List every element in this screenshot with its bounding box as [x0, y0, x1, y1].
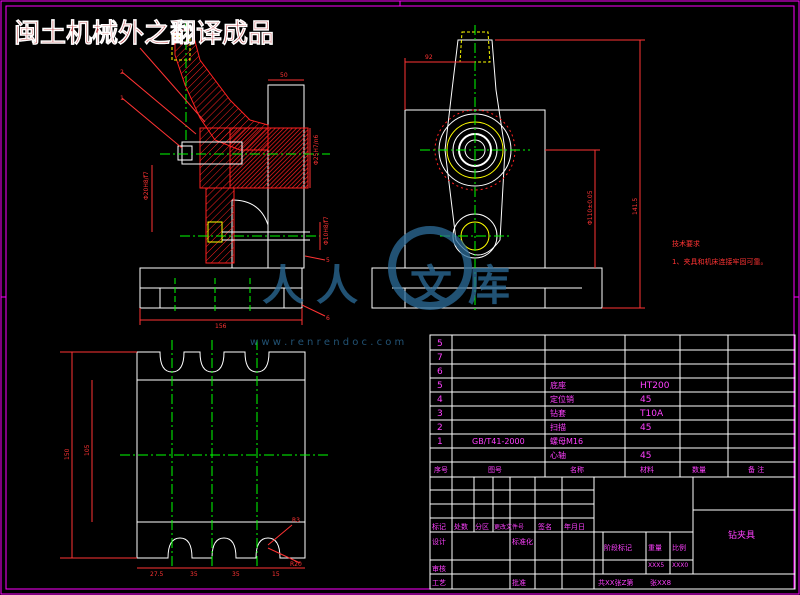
dim-side-top: 50 — [280, 72, 288, 79]
front-view — [371, 25, 645, 312]
watermark-char: 人 — [316, 261, 358, 310]
dim-side-left: Φ20H8/f7 — [143, 171, 150, 200]
watermark-title: 闽土机械外之翻译成品 — [14, 18, 274, 49]
dim-front-right2: 141.5 — [632, 198, 639, 215]
bom-no: 1 — [437, 437, 443, 447]
bom-material: HT200 — [640, 381, 670, 391]
dim-front-right1: Φ110±0.05 — [587, 190, 594, 225]
bom-name: 扫描 — [550, 422, 566, 432]
bom-no: 5 — [437, 339, 443, 349]
bom-table — [429, 334, 796, 478]
tb-process: 工艺 — [432, 579, 446, 587]
notes-title: 技术要求 — [672, 239, 700, 248]
plan-view — [60, 340, 330, 569]
tb-stage: 阶段标记 — [604, 543, 632, 552]
bom-code: GB/T41-2000 — [472, 437, 525, 446]
bom-text: 5 7 6 5 4 3 2 1 底座 定位销 钻套 扫描 螺母M16 心轴 GB… — [434, 339, 764, 474]
title-block-text: 标记 处数 分区 更改文件号 签名 年月日 设计 标准化 审核 工艺 批准 阶段… — [432, 522, 755, 587]
dim-plan-b2: 35 — [190, 571, 198, 578]
dim-plan-inner: 105 — [84, 444, 91, 456]
bom-header-qty: 数量 — [692, 465, 706, 474]
tb-scale: 比例 — [672, 543, 686, 552]
watermark-ring-icon — [388, 226, 472, 310]
tb-design: 设计 — [432, 537, 446, 546]
bom-material: T10A — [639, 409, 664, 419]
tb-cell: 分区 — [475, 522, 489, 531]
dim-plan-b3: 35 — [232, 571, 240, 578]
tb-sheet-no: 张XX8 — [650, 578, 671, 587]
bom-name: 心轴 — [550, 450, 566, 460]
tb-cell: 签名 — [538, 522, 552, 531]
dim-side-mid2: Φ10H8/f7 — [323, 216, 330, 245]
dim-plan-outer: 150 — [64, 448, 71, 460]
watermark-char: 人 — [262, 261, 304, 310]
bom-header-remark: 备 注 — [748, 465, 764, 474]
bom-name: 钻套 — [550, 408, 566, 418]
watermark-url: w w w . r e n r e n d o c . c o m — [250, 337, 404, 348]
dim-side-bottom: 156 — [215, 323, 227, 330]
dim-plan-b4: 15 — [272, 571, 280, 578]
tb-cell: 标记 — [432, 522, 446, 531]
tb-cell: 更改文件号 — [494, 523, 524, 531]
inner-border — [5, 5, 795, 590]
bom-no: 3 — [437, 409, 443, 419]
side-section-view — [121, 22, 330, 325]
watermark-logo: 人 人 文 库 w w w . r e n r e n d o c . c o … — [250, 226, 510, 348]
tb-scale-val: XXX0 — [672, 562, 688, 569]
bom-header-no: 序号 — [434, 465, 448, 474]
bom-no: 6 — [437, 367, 443, 377]
dim-side-leader2: 6 — [326, 315, 330, 322]
tb-approve: 批准 — [512, 578, 526, 587]
dim-plan-r1: R3 — [292, 517, 300, 524]
notes-line1: 1、夹具和机床连接牢固可靠。 — [672, 257, 767, 266]
tb-check: 审核 — [432, 564, 446, 573]
dim-front-top: 92 — [425, 54, 433, 61]
tb-weight: 重量 — [648, 544, 662, 552]
tb-drawing-name: 钻夹具 — [728, 529, 755, 541]
bom-no: 7 — [437, 353, 443, 363]
tb-weight-val: XXX5 — [648, 562, 664, 569]
dim-side-leader1: 5 — [326, 257, 330, 264]
bom-material: 45 — [640, 451, 651, 461]
bom-header-name: 名称 — [570, 465, 584, 474]
tb-cell: 年月日 — [564, 522, 585, 531]
balloon-label: 2 — [120, 69, 124, 76]
dim-plan-b1: 27.5 — [150, 571, 164, 578]
bom-header-code: 图号 — [488, 466, 502, 474]
tb-sheets: 共XX张Z第 — [598, 578, 633, 587]
watermark-char: 库 — [468, 261, 510, 310]
bom-material: 45 — [640, 423, 651, 433]
dim-plan-r2: R20 — [290, 561, 302, 568]
tb-standard: 标准化 — [512, 537, 533, 546]
balloon-label: 1 — [120, 95, 124, 102]
bom-name: 定位销 — [550, 394, 574, 404]
bom-name: 螺母M16 — [550, 436, 583, 446]
bom-no: 5 — [437, 381, 443, 391]
title-block — [429, 476, 796, 590]
bom-name: 底座 — [550, 380, 566, 390]
bom-no: 4 — [437, 395, 443, 405]
bom-no: 2 — [437, 423, 443, 433]
bom-header-material: 材料 — [640, 465, 654, 474]
watermark-char: 文 — [410, 261, 452, 310]
bom-material: 45 — [640, 395, 651, 405]
dim-side-mid: Φ25H7/n6 — [313, 134, 320, 165]
tb-cell: 处数 — [454, 522, 468, 531]
